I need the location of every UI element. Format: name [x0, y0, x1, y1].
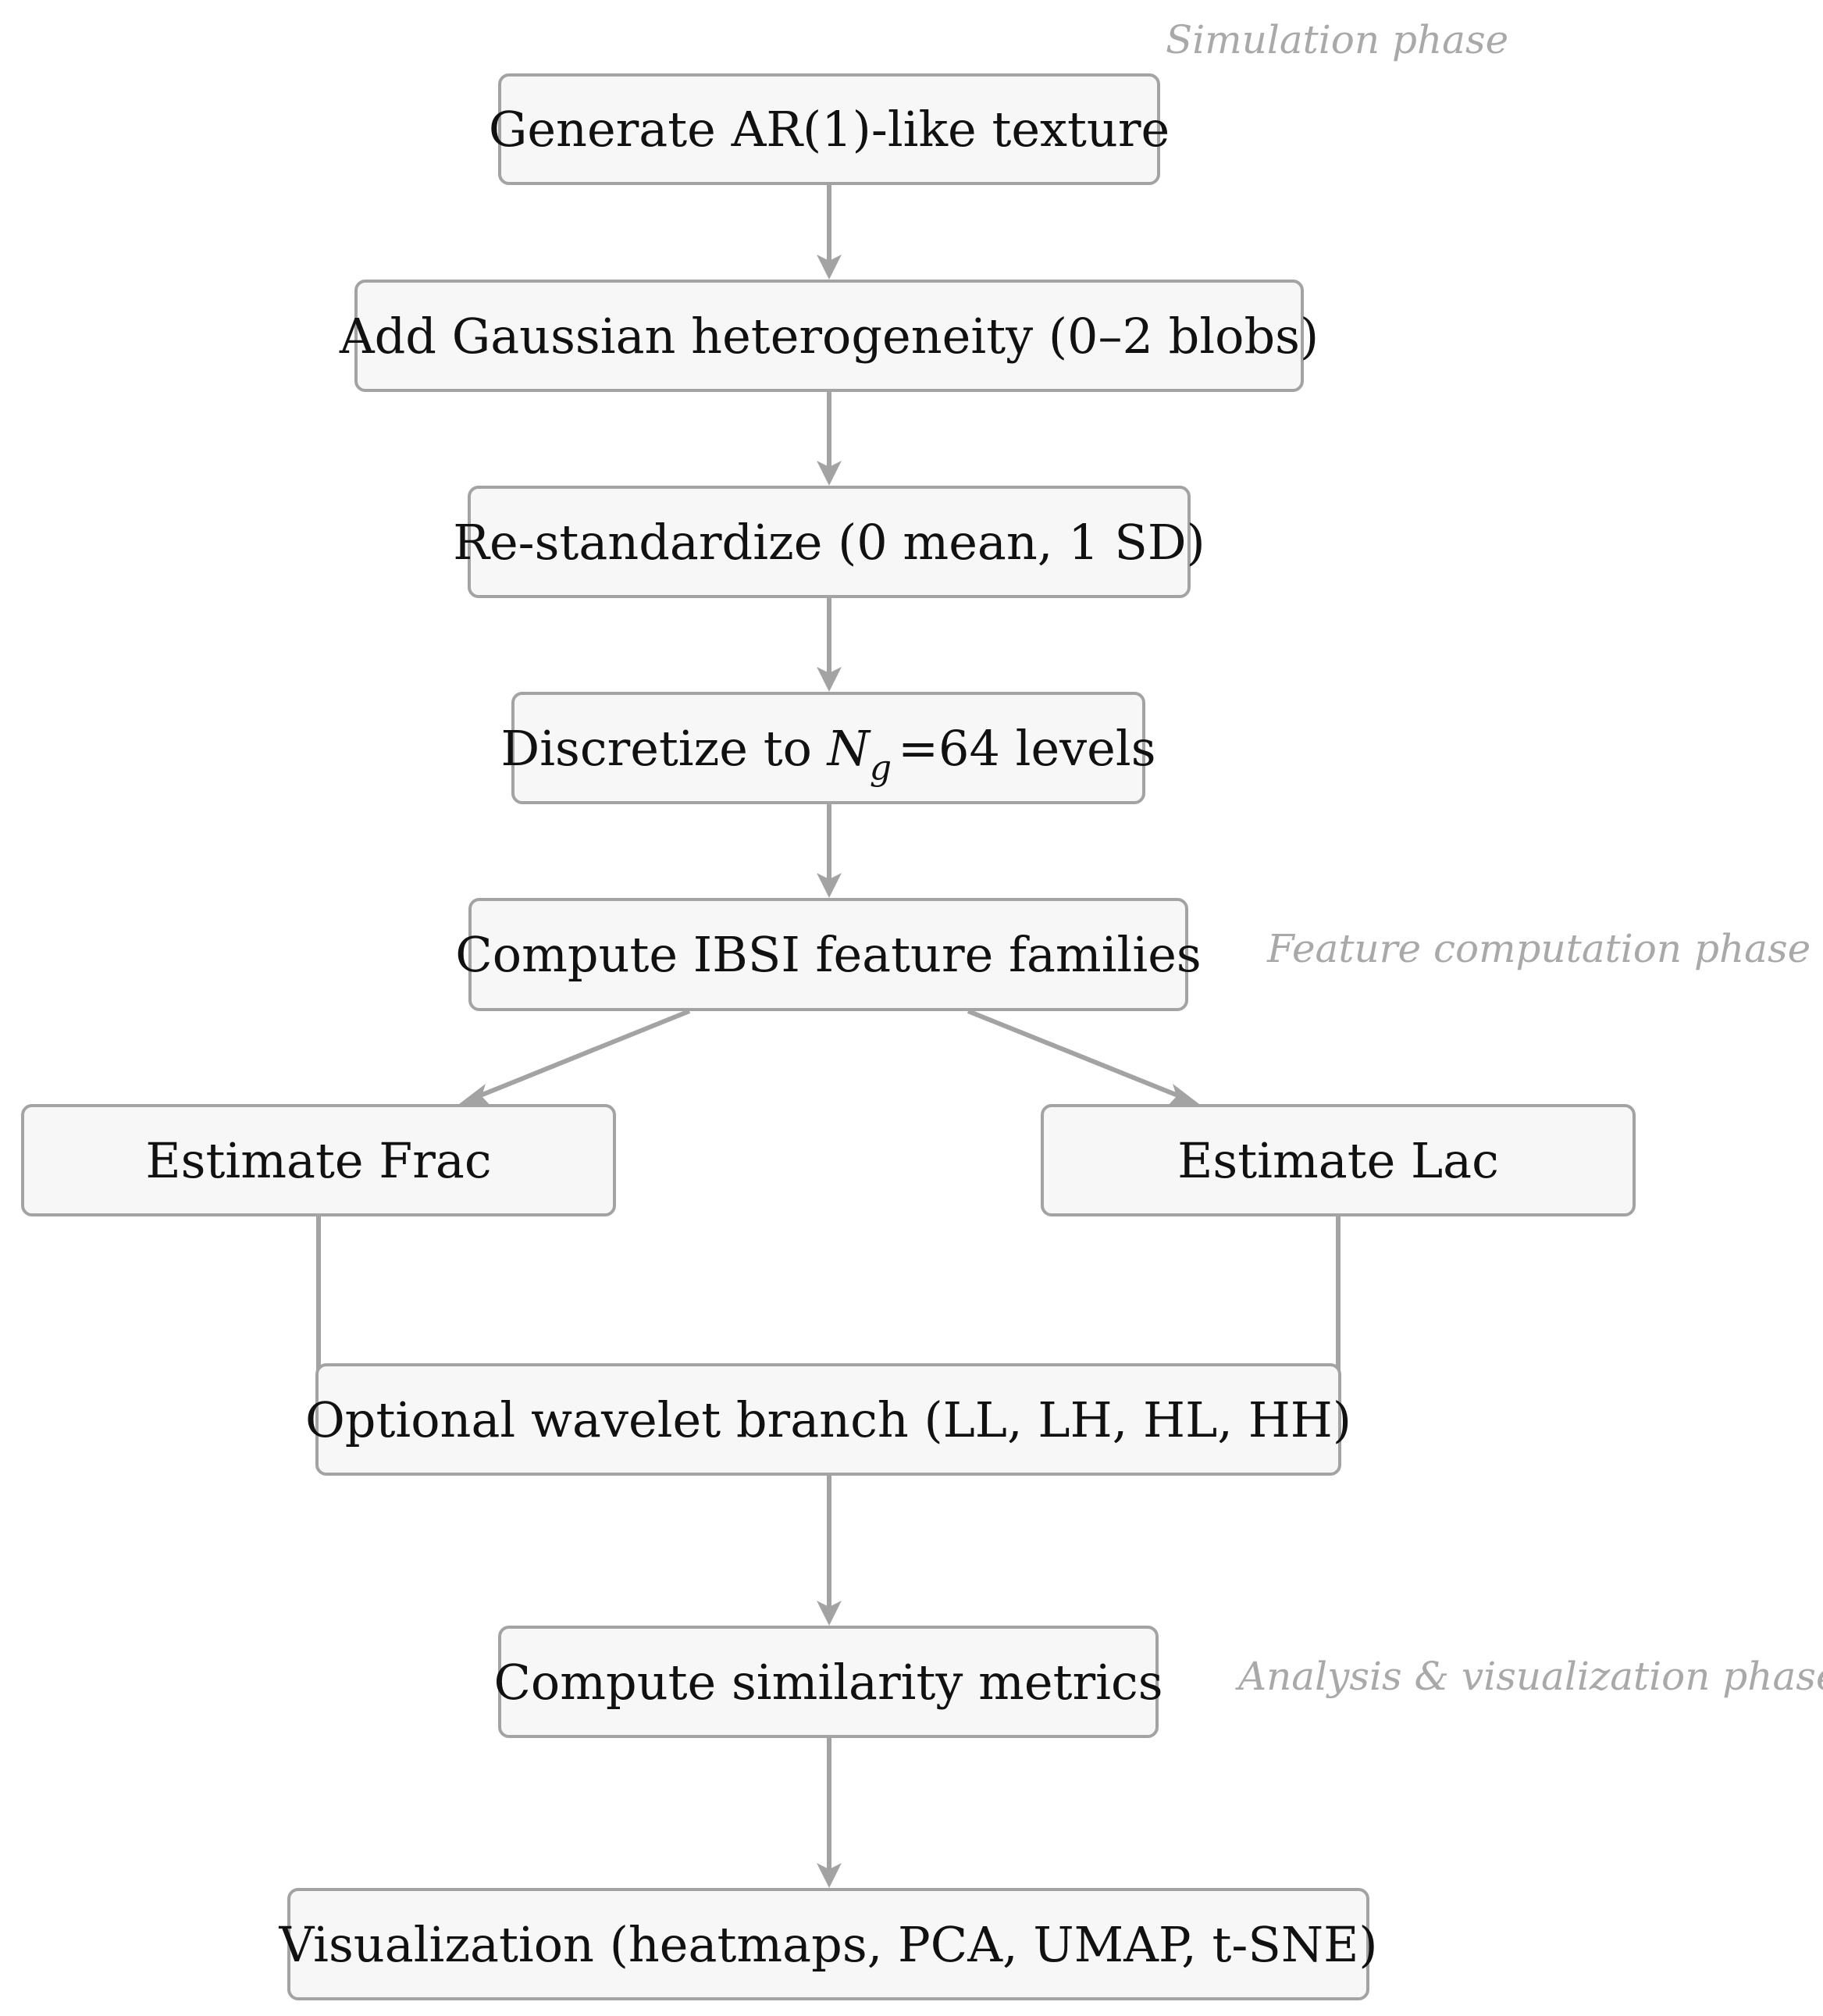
- arrowhead-similarity: [817, 1601, 842, 1626]
- phase-label-simulation: Simulation phase: [1166, 17, 1509, 62]
- node-estimate-lac-label: Estimate Lac: [1177, 1131, 1499, 1189]
- node-estimate-frac-label: Estimate Frac: [145, 1131, 492, 1189]
- node-wavelet-branch: Optional wavelet branch (LL, LH, HL, HH): [305, 1363, 1351, 1476]
- node-discretize: Discretize to Ng=64 levels: [500, 692, 1156, 804]
- discretize-symbol: N: [827, 719, 870, 777]
- arrow-ibsi-to-frac: [465, 1009, 691, 1103]
- discretize-subscript: g: [869, 747, 892, 788]
- node-discretize-label: Discretize to Ng=64 levels: [500, 719, 1156, 788]
- phase-label-feature: Feature computation phase: [1267, 926, 1811, 971]
- node-restandardize: Re-standardize (0 mean, 1 SD): [453, 486, 1205, 598]
- arrowhead-ibsi: [817, 873, 842, 898]
- node-visualization-label: Visualization (heatmaps, PCA, UMAP, t-SN…: [279, 1915, 1378, 1973]
- node-compute-ibsi: Compute IBSI feature families: [455, 898, 1202, 1011]
- discretize-suffix: =64 levels: [898, 719, 1156, 777]
- node-add-gaussian: Add Gaussian heterogeneity (0–2 blobs): [340, 280, 1319, 392]
- node-compute-ibsi-label: Compute IBSI feature families: [455, 926, 1202, 983]
- arrowhead-visualization: [817, 1863, 842, 1888]
- phase-label-analysis: Analysis & visualization phase: [1238, 1654, 1823, 1699]
- node-wavelet-branch-label: Optional wavelet branch (LL, LH, HL, HH): [304, 1391, 1352, 1448]
- node-restandardize-label: Re-standardize (0 mean, 1 SD): [453, 513, 1205, 571]
- arrowhead-gaussian: [817, 255, 842, 280]
- arrow-ibsi-to-lac: [967, 1009, 1193, 1103]
- node-similarity-metrics-label: Compute similarity metrics: [493, 1653, 1163, 1711]
- node-generate-texture: Generate AR(1)-like texture: [489, 73, 1170, 185]
- arrowhead-restandardize: [817, 461, 842, 486]
- node-estimate-lac: Estimate Lac: [1041, 1104, 1636, 1216]
- arrowhead-frac: [459, 1084, 492, 1107]
- node-similarity-metrics: Compute similarity metrics: [493, 1626, 1163, 1738]
- node-generate-texture-label: Generate AR(1)-like texture: [488, 101, 1170, 158]
- node-estimate-frac: Estimate Frac: [21, 1104, 616, 1216]
- node-visualization: Visualization (heatmaps, PCA, UMAP, t-SN…: [279, 1888, 1378, 2000]
- discretize-prefix: Discretize to: [500, 719, 828, 777]
- node-add-gaussian-label: Add Gaussian heterogeneity (0–2 blobs): [339, 307, 1319, 365]
- arrowhead-lac: [1166, 1084, 1199, 1107]
- arrowhead-discretize: [817, 667, 842, 692]
